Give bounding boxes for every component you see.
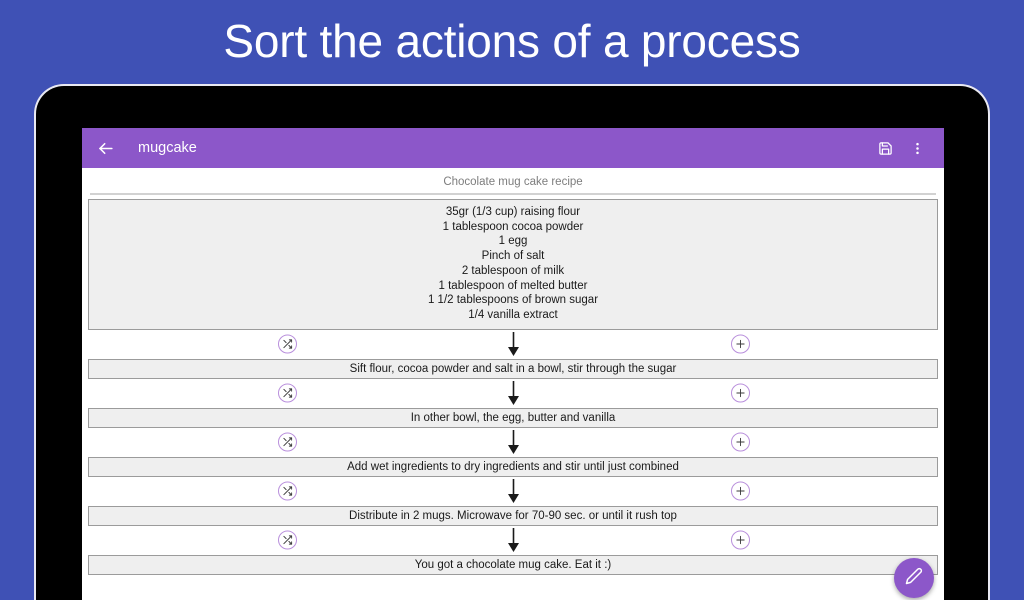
- step-row[interactable]: You got a chocolate mug cake. Eat it :): [88, 554, 938, 575]
- step-row[interactable]: Sift flour, cocoa powder and salt in a b…: [88, 358, 938, 379]
- tablet-device-frame: mugcake Chocolate mug cake recipe: [34, 84, 990, 600]
- app-bar: mugcake: [82, 128, 944, 168]
- step-row[interactable]: In other bowl, the egg, butter and vanil…: [88, 407, 938, 428]
- connector-row: [88, 330, 938, 359]
- save-floppy-icon[interactable]: [872, 135, 898, 161]
- more-vertical-icon[interactable]: [904, 135, 930, 161]
- ingredient-line: 1 tablespoon of melted butter: [438, 279, 588, 292]
- arrow-left-icon[interactable]: [92, 135, 118, 161]
- arrow-down-icon: [507, 380, 520, 406]
- plus-circle-icon[interactable]: [731, 383, 750, 403]
- shuffle-icon[interactable]: [278, 432, 297, 452]
- recipe-content: Chocolate mug cake recipe 35gr (1/3 cup)…: [82, 168, 944, 600]
- step-row[interactable]: Add wet ingredients to dry ingredients a…: [88, 456, 938, 477]
- ingredient-line: 1 egg: [498, 235, 528, 248]
- plus-circle-icon[interactable]: [731, 530, 750, 550]
- device-screen: mugcake Chocolate mug cake recipe: [82, 128, 944, 600]
- ingredient-line: 1 tablespoon cocoa powder: [442, 220, 584, 233]
- title-divider: [90, 193, 936, 195]
- ingredient-line: 1/4 vanilla extract: [468, 308, 558, 321]
- banner-headline: Sort the actions of a process: [223, 15, 801, 67]
- pencil-edit-icon: [905, 567, 923, 590]
- step-text: You got a chocolate mug cake. Eat it :): [414, 558, 612, 571]
- connector-row: [88, 428, 938, 457]
- shuffle-icon[interactable]: [278, 334, 297, 354]
- step-text: Add wet ingredients to dry ingredients a…: [347, 460, 679, 473]
- ingredient-line: 2 tablespoon of milk: [461, 264, 565, 277]
- recipe-title: Chocolate mug cake recipe: [443, 176, 583, 188]
- ingredient-line: 35gr (1/3 cup) raising flour: [445, 206, 581, 218]
- step-text: Distribute in 2 mugs. Microwave for 70-9…: [349, 509, 677, 522]
- ingredients-card[interactable]: 35gr (1/3 cup) raising flour 1 tablespoo…: [88, 199, 938, 330]
- ingredient-line: 1 1/2 tablespoons of brown sugar: [427, 294, 599, 307]
- plus-circle-icon[interactable]: [731, 334, 750, 354]
- shuffle-icon[interactable]: [278, 530, 297, 550]
- arrow-down-icon: [507, 478, 520, 504]
- step-text: Sift flour, cocoa powder and salt in a b…: [349, 362, 677, 375]
- promo-banner: Sort the actions of a process: [0, 0, 1024, 82]
- app-bar-title: mugcake: [138, 140, 197, 156]
- connector-row: [88, 379, 938, 408]
- connector-row: [88, 526, 938, 555]
- step-text: In other bowl, the egg, butter and vanil…: [410, 411, 616, 424]
- plus-circle-icon[interactable]: [731, 432, 750, 452]
- shuffle-icon[interactable]: [278, 481, 297, 501]
- arrow-down-icon: [507, 527, 520, 553]
- connector-row: [88, 477, 938, 506]
- edit-fab-button[interactable]: [894, 558, 934, 598]
- step-row[interactable]: Distribute in 2 mugs. Microwave for 70-9…: [88, 505, 938, 526]
- arrow-down-icon: [507, 429, 520, 455]
- ingredient-line: Pinch of salt: [481, 250, 545, 263]
- plus-circle-icon[interactable]: [731, 481, 750, 501]
- arrow-down-icon: [507, 331, 520, 357]
- shuffle-icon[interactable]: [278, 383, 297, 403]
